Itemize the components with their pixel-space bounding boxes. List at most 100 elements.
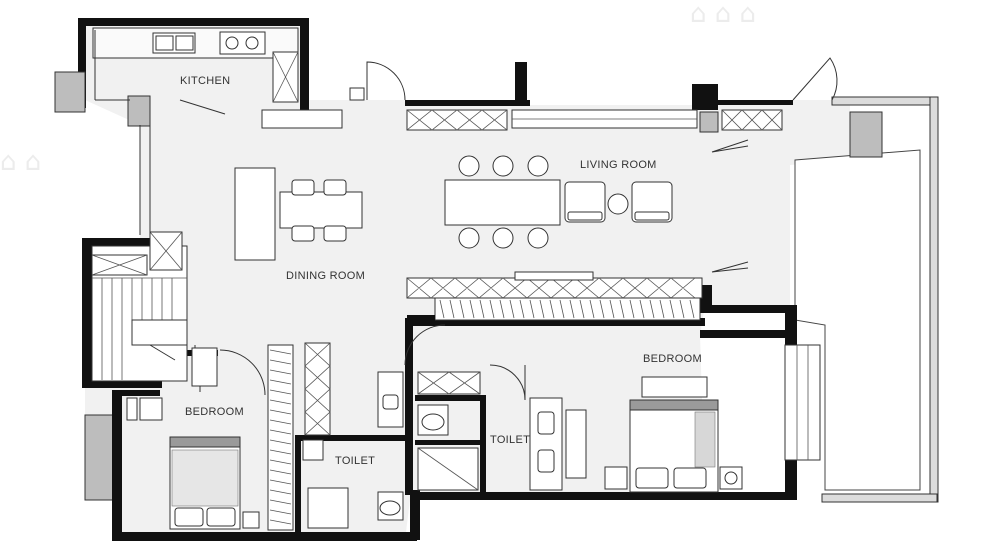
wall: [78, 18, 308, 26]
wall: [785, 460, 797, 500]
wall: [700, 330, 790, 338]
pillow: [174, 507, 204, 527]
toilet-left: TOILET: [302, 371, 404, 529]
bedroom-door: [404, 324, 446, 366]
bed-headboard: [169, 436, 241, 448]
bed-headboard: [629, 399, 719, 411]
stool: [492, 155, 514, 177]
toilet-right: TOILET: [417, 371, 587, 491]
wall: [410, 490, 420, 540]
wall: [718, 100, 793, 105]
wall: [112, 390, 122, 540]
sideboard: [234, 167, 276, 261]
column: [127, 95, 151, 127]
dining-table: [279, 191, 363, 229]
bed-blanket: [694, 411, 716, 468]
bedroom-right: BEDROOM: [604, 353, 743, 493]
shower: [307, 487, 349, 529]
wall: [700, 285, 712, 313]
wall: [120, 390, 160, 396]
sink-basin: [155, 35, 174, 51]
room-label-dining: DINING ROOM: [286, 270, 365, 282]
staircase: [91, 231, 196, 382]
basin: [537, 449, 555, 473]
desk: [641, 376, 708, 398]
bed-blanket: [171, 449, 239, 507]
door-frame: [349, 87, 365, 101]
room-label-toilet-right: TOILET: [490, 434, 530, 446]
wall: [405, 318, 705, 326]
wall: [78, 18, 86, 108]
wall: [300, 435, 405, 441]
wall: [112, 532, 417, 541]
column: [699, 111, 719, 133]
desk: [126, 397, 138, 421]
chair: [323, 225, 347, 242]
watermark: ⌂ ⌂ ⌂: [690, 0, 756, 29]
kitchen-island: [261, 109, 343, 129]
wardrobe: [304, 342, 331, 436]
cabinet: [406, 109, 508, 131]
room-label-bedroom-left: BEDROOM: [185, 406, 244, 418]
stool: [527, 227, 549, 249]
wall: [82, 238, 182, 246]
wall: [405, 325, 413, 495]
nightstand: [604, 466, 628, 490]
wall: [929, 96, 939, 503]
basin: [537, 411, 555, 435]
wall: [410, 492, 795, 500]
wall: [415, 395, 485, 401]
dining-table-long: [444, 179, 561, 226]
window: [784, 344, 821, 461]
wall: [831, 96, 938, 106]
floor-drain: [302, 439, 324, 461]
bedroom-left: BEDROOM: [126, 342, 331, 531]
cabinets-top: [406, 109, 783, 153]
wall: [405, 100, 530, 106]
room-label-kitchen: KITCHEN: [180, 75, 230, 87]
chair: [291, 179, 315, 196]
column: [54, 71, 86, 113]
wardrobe: [434, 297, 701, 321]
room-label-bedroom-right: BEDROOM: [643, 353, 702, 365]
chair: [323, 179, 347, 196]
pillow: [673, 467, 707, 489]
stair-landing: [131, 319, 188, 346]
doors: [219, 57, 838, 401]
room-label-living: LIVING ROOM: [580, 159, 657, 171]
wall: [700, 305, 790, 313]
wall: [515, 62, 527, 106]
nightstand: [242, 511, 260, 529]
wall: [821, 493, 938, 503]
side-table: [607, 193, 629, 215]
sliding-door: [711, 261, 749, 273]
cabinet: [565, 409, 587, 479]
stool: [492, 227, 514, 249]
wall: [82, 238, 92, 388]
wall: [295, 435, 301, 535]
wall: [415, 440, 485, 445]
entry-door: [366, 61, 406, 101]
tv-console: [514, 271, 594, 281]
sink-basin: [175, 35, 194, 51]
walls: [54, 18, 939, 541]
chair: [139, 397, 163, 421]
cabinet: [191, 347, 218, 387]
kitchen: KITCHEN: [92, 27, 343, 129]
wardrobe-strip: [406, 261, 749, 325]
room-label-toilet-left: TOILET: [335, 455, 375, 467]
pillow: [635, 467, 669, 489]
basin: [382, 394, 399, 410]
chair: [291, 225, 315, 242]
stool: [458, 155, 480, 177]
stool: [458, 227, 480, 249]
wall: [300, 18, 309, 111]
balcony-door: [792, 57, 838, 101]
pillow: [206, 507, 236, 527]
watermark: ⌂ ⌂: [0, 147, 41, 177]
wall: [407, 315, 435, 325]
vanity: [529, 397, 563, 491]
partitions: [94, 30, 226, 392]
living-room: LIVING ROOM: [444, 155, 673, 249]
